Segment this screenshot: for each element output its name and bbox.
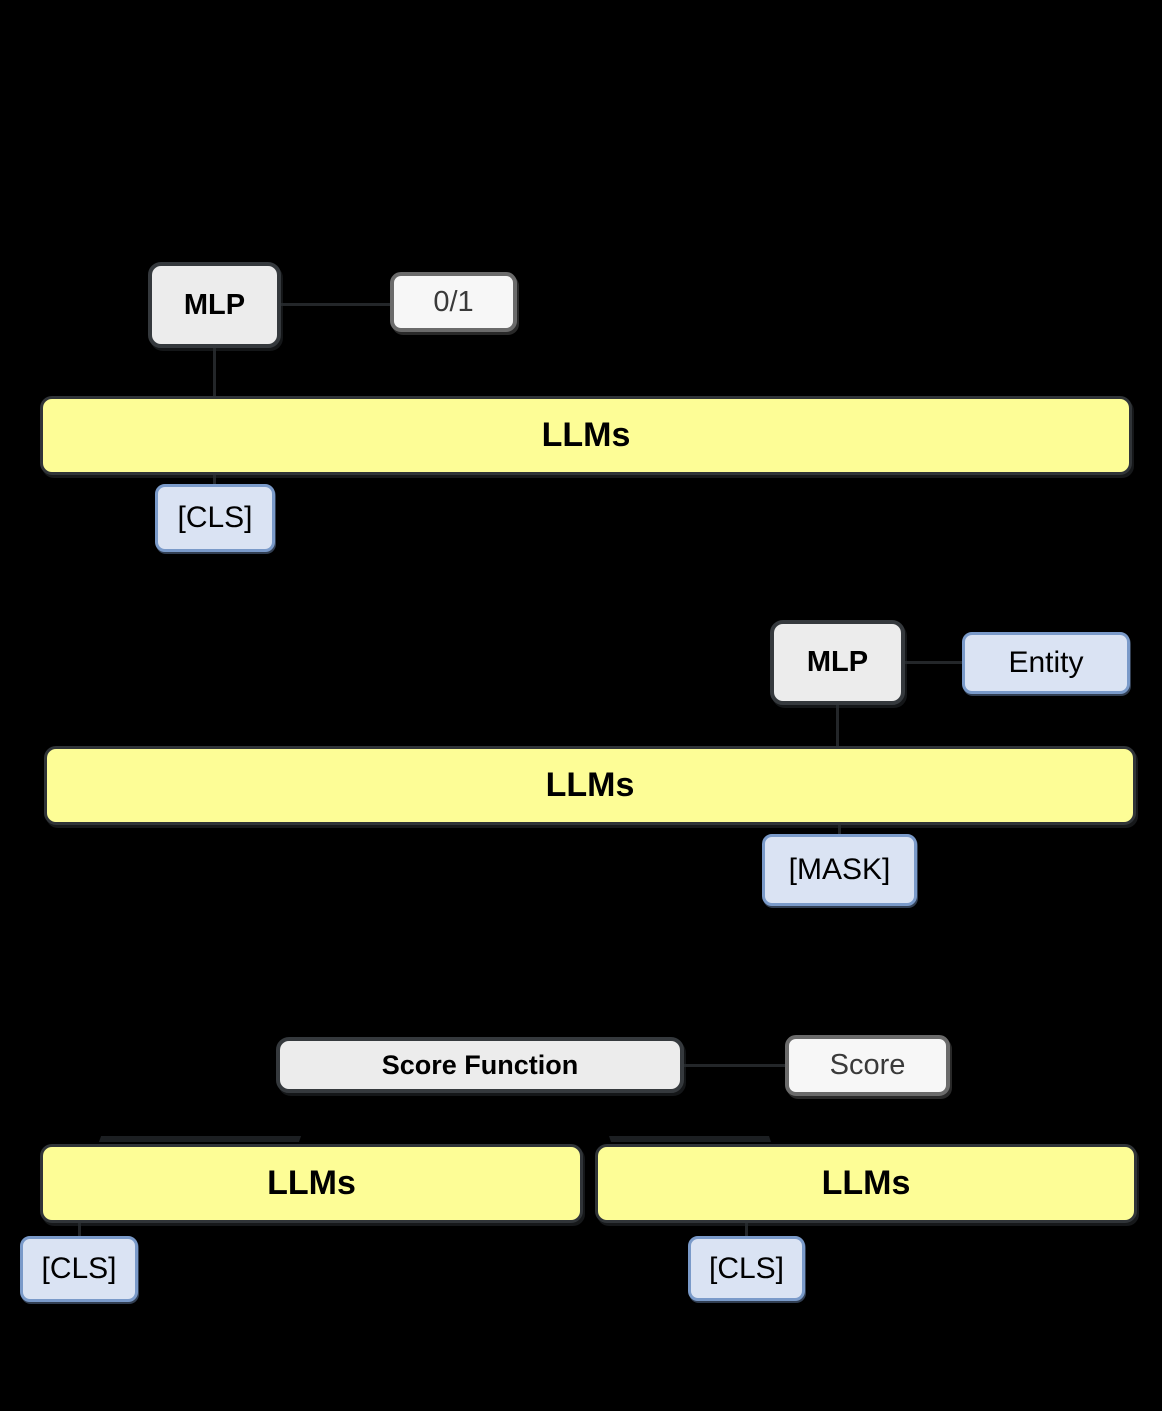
token-box-cls-score-left[interactable]: [CLS] bbox=[20, 1236, 138, 1302]
llm-bar-entity-label: LLMs bbox=[545, 765, 635, 804]
output-box-binary[interactable]: 0/1 bbox=[390, 272, 517, 332]
connector-cls-left-to-llm3left bbox=[78, 1220, 81, 1238]
connector-mask-to-llm2 bbox=[838, 822, 841, 836]
connector-llm1-to-mlp1 bbox=[213, 347, 216, 397]
mlp-box-entity-label: MLP bbox=[806, 646, 869, 679]
connector-score-function-to-score bbox=[684, 1064, 785, 1067]
mlp-box-entity[interactable]: MLP bbox=[770, 620, 905, 705]
llm-bar-score-left-label: LLMs bbox=[267, 1163, 356, 1202]
token-box-cls-score-right-label: [CLS] bbox=[708, 1251, 785, 1285]
score-function-box[interactable]: Score Function bbox=[276, 1037, 684, 1093]
token-box-mask[interactable]: [MASK] bbox=[762, 834, 917, 906]
llm-bar-score-right-label: LLMs bbox=[821, 1163, 911, 1202]
connector-mlp2-to-entity bbox=[905, 661, 963, 664]
output-box-score-label: Score bbox=[829, 1049, 906, 1082]
connector-llm2-to-mlp2 bbox=[836, 704, 839, 750]
connector-mlp1-to-output1 bbox=[281, 303, 393, 306]
llm-bar-entity[interactable]: LLMs bbox=[44, 746, 1136, 825]
token-box-cls-score-right[interactable]: [CLS] bbox=[688, 1236, 805, 1301]
mlp-box-classification-label: MLP bbox=[183, 288, 246, 321]
llm-bar-score-left[interactable]: LLMs bbox=[40, 1144, 583, 1223]
llm-bar-classification-label: LLMs bbox=[541, 415, 631, 454]
connector-llm3left-to-score-function bbox=[98, 1136, 302, 1142]
connector-llm3right-to-score-function bbox=[609, 1136, 771, 1142]
output-box-entity[interactable]: Entity bbox=[962, 632, 1130, 694]
score-function-box-label: Score Function bbox=[381, 1049, 579, 1080]
connector-cls1-to-llm1 bbox=[213, 471, 216, 487]
token-box-cls-classification-label: [CLS] bbox=[177, 501, 253, 535]
output-box-binary-label: 0/1 bbox=[433, 285, 474, 318]
llm-bar-classification[interactable]: LLMs bbox=[40, 396, 1132, 475]
mlp-box-classification[interactable]: MLP bbox=[148, 262, 281, 348]
token-box-mask-label: [MASK] bbox=[788, 853, 891, 887]
token-box-cls-classification[interactable]: [CLS] bbox=[155, 484, 275, 552]
llm-bar-score-right[interactable]: LLMs bbox=[595, 1144, 1137, 1223]
output-box-score[interactable]: Score bbox=[785, 1035, 950, 1096]
connector-cls-right-to-llm3right bbox=[745, 1220, 748, 1238]
output-box-entity-label: Entity bbox=[1008, 646, 1084, 680]
token-box-cls-score-left-label: [CLS] bbox=[41, 1252, 117, 1286]
